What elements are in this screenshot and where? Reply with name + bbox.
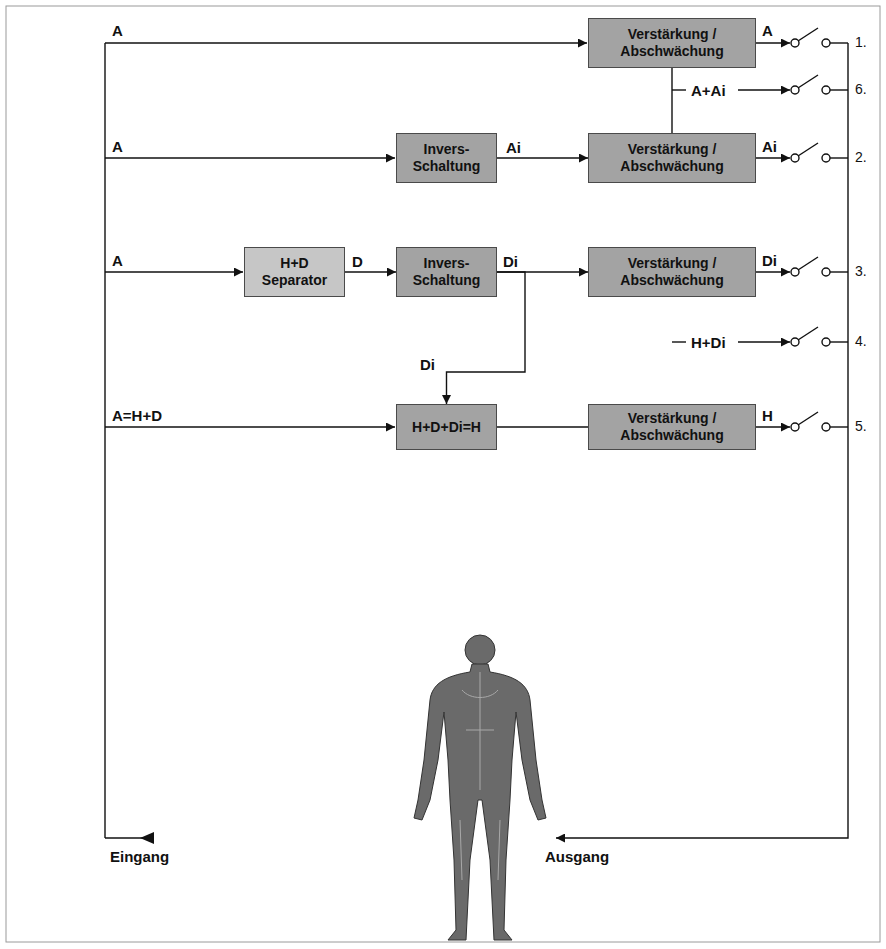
switch-symbol (791, 257, 848, 276)
callout-number: 6. (855, 81, 867, 98)
switch-symbol (791, 412, 848, 431)
output-wire (672, 89, 686, 90)
process-box: Verstärkung / Abschwächung (588, 18, 756, 68)
callout-number: 1. (855, 34, 867, 51)
signal-connector (497, 157, 588, 158)
signal-name: A (112, 22, 123, 39)
input-wire (105, 157, 395, 158)
process-box: Invers-Schaltung (396, 133, 497, 183)
box-text: Verstärkung / Abschwächung (595, 255, 749, 289)
signal-name: A (762, 22, 773, 39)
output-wire (756, 42, 790, 43)
box-text: H+D Separator (251, 255, 338, 289)
signal-name: Di (762, 252, 777, 269)
frame (6, 6, 880, 942)
signal-name: A=H+D (112, 407, 162, 424)
signal-name: A (112, 252, 123, 269)
signal-name: Ai (762, 138, 777, 155)
signal-name: H (762, 407, 773, 424)
arrow-head (140, 832, 154, 844)
switch-symbol (791, 327, 848, 346)
input-bus (104, 43, 105, 838)
signal-name: Di (420, 356, 435, 373)
output-bus (556, 43, 848, 838)
switch-group (791, 28, 848, 431)
signal-name: Ai (506, 139, 521, 156)
output-wire (738, 341, 790, 342)
output-wire (738, 89, 790, 90)
callout-number: 3. (855, 263, 867, 280)
callout-number: 4. (855, 333, 867, 350)
process-box: H+D+Di=H (396, 404, 497, 450)
box-text: Verstärkung / Abschwächung (595, 141, 749, 175)
input-wire (105, 42, 587, 43)
box-text: Invers-Schaltung (403, 255, 490, 289)
signal-name: H+Di (688, 334, 729, 351)
process-box: Verstärkung / Abschwächung (588, 247, 756, 297)
switch-symbol (791, 75, 848, 94)
output-wire (672, 341, 686, 342)
process-box: H+D Separator (244, 247, 345, 297)
output-wire (756, 271, 790, 272)
signal-connector (671, 68, 672, 133)
callout-number: 5. (855, 418, 867, 435)
signal-connector (345, 271, 396, 272)
port-label: Ausgang (545, 848, 609, 865)
box-text: H+D+Di=H (412, 419, 481, 436)
signal-connector (497, 426, 588, 427)
port-label: Eingang (110, 848, 169, 865)
signal-name: D (352, 253, 363, 270)
box-text: Verstärkung / Abschwächung (595, 26, 749, 60)
input-wire (105, 271, 243, 272)
process-box: Verstärkung / Abschwächung (588, 133, 756, 183)
output-wire (756, 157, 790, 158)
signal-name: A+Ai (688, 82, 729, 99)
callout-number: 2. (855, 149, 867, 166)
output-wire (756, 426, 790, 427)
switch-symbol (791, 143, 848, 162)
signal-name: A (112, 138, 123, 155)
input-wire (105, 426, 395, 427)
process-box: Verstärkung / Abschwächung (588, 404, 756, 450)
switch-symbol (791, 28, 848, 47)
box-text: Verstärkung / Abschwächung (595, 410, 749, 444)
process-box: Invers-Schaltung (396, 247, 497, 297)
human-figure (414, 635, 546, 940)
box-text: Invers-Schaltung (403, 141, 490, 175)
signal-name: Di (503, 253, 518, 270)
